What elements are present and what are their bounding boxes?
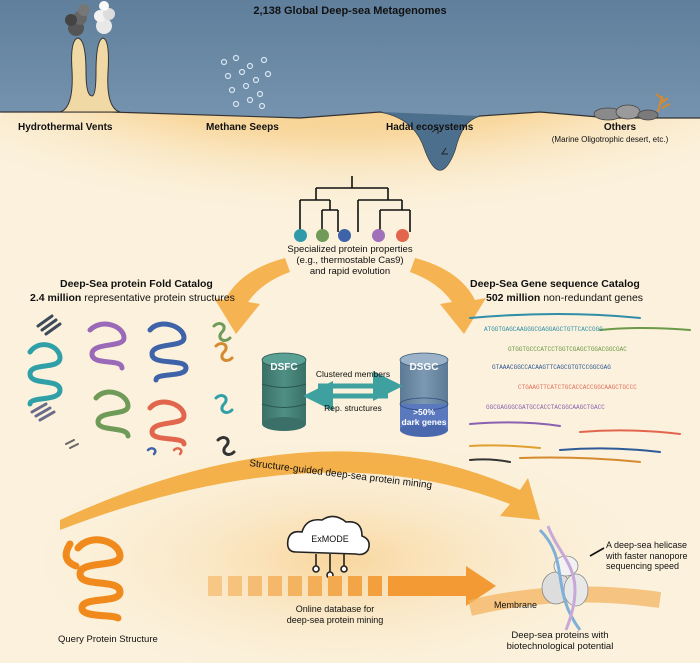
- hydrothermal-vent-icon: [59, 1, 121, 113]
- tree-leaf-4: [372, 229, 385, 242]
- current-arrow-icon: [431, 127, 439, 134]
- hadal-label: Hadal ecosystems: [386, 122, 474, 133]
- result-line-1: Deep-sea proteins with: [511, 630, 609, 641]
- dsgc-note-line-1: >50%: [413, 407, 435, 417]
- dsfc-desc: representative protein structures: [84, 292, 235, 304]
- dsgc-desc: non-redundant genes: [543, 292, 644, 304]
- properties-line-1: Specialized protein properties: [287, 244, 413, 255]
- exmode-label: ExMODE: [311, 534, 349, 544]
- mining-arc-arrow: [60, 451, 540, 530]
- result-line-2: biotechnological potential: [506, 641, 614, 653]
- helicase-line-2: with faster nanopore: [606, 550, 688, 561]
- ocean-water: [0, 0, 700, 170]
- exmode-desc-line-1: Online database for: [295, 604, 375, 614]
- vents-label: Hydrothermal Vents: [18, 122, 113, 133]
- query-protein-icon: [62, 536, 124, 622]
- page-title: 2,138 Global Deep-sea Metagenomes: [253, 5, 447, 17]
- dsgc-cylinder: [399, 352, 449, 437]
- dsgc-label: DSGC: [409, 362, 439, 373]
- dsgc-note-line-2: dark genes: [401, 417, 447, 428]
- database-flow-arrow: [208, 566, 496, 606]
- helicase-pore-icon: [538, 525, 605, 631]
- properties-line-2: (e.g., thermostable Cas9): [296, 255, 404, 267]
- sequence-1: ATGGTGAGCAAGGGCGAGGAGCTGTTCACCGGG: [484, 326, 603, 333]
- dsgc-catalog-title: Deep-Sea Gene sequence Catalog: [470, 278, 640, 290]
- dsgc-catalog-subtitle: 502 million non-redundant genes: [486, 292, 696, 304]
- rep-structures-label: Rep. structures: [324, 403, 382, 413]
- query-protein-label: Query Protein Structure: [58, 634, 158, 645]
- phylogenetic-tree: [299, 176, 411, 232]
- dsgc-dark-genes-note: >50% dark genes: [400, 407, 448, 427]
- exmode-description: Online database for deep-sea protein min…: [250, 604, 420, 625]
- dsfc-cylinder: [261, 352, 307, 431]
- others-note: (Marine Oligotrophic desert, etc.): [551, 135, 669, 144]
- methane-bubbles-icon: [220, 54, 272, 110]
- helicase-label: A deep-sea helicase with faster nanopore…: [606, 540, 700, 572]
- protein-structures-cluster: [27, 314, 236, 456]
- current-arrow-icon: [441, 147, 448, 155]
- tree-leaf-3: [338, 229, 351, 242]
- dsfc-label: DSFC: [270, 362, 298, 373]
- exmode-cloud-icon: [286, 515, 370, 579]
- arrow-to-dsgc: [410, 258, 486, 334]
- seafloor-rocks-icon: [593, 93, 671, 121]
- seeps-label: Methane Seeps: [206, 122, 279, 133]
- helicase-line-3: sequencing speed: [606, 561, 680, 572]
- properties-text: Specialized protein properties (e.g., th…: [250, 244, 450, 278]
- exmode-desc-line-2: deep-sea protein mining: [286, 614, 384, 625]
- sequence-2: GTGGTGCCCATCCTGGTCGAGCTGGACGGCGAC: [508, 346, 627, 353]
- clustered-members-label: Clustered members: [315, 369, 391, 379]
- tree-leaf-2: [316, 229, 329, 242]
- hadal-trench: [380, 112, 480, 170]
- dsfc-catalog-title: Deep-Sea protein Fold Catalog: [60, 278, 213, 290]
- tree-leaf-5: [396, 229, 409, 242]
- others-label: Others: [603, 122, 637, 133]
- dsfc-catalog-subtitle: 2.4 million representative protein struc…: [30, 292, 290, 304]
- helicase-line-1: A deep-sea helicase: [606, 540, 688, 550]
- gene-sequence-lines: [469, 313, 691, 463]
- membrane-label: Membrane: [494, 600, 538, 610]
- result-label: Deep-sea proteins with biotechnological …: [480, 630, 640, 652]
- dsfc-count: 2.4 million: [30, 292, 82, 304]
- sequence-5: GGCGAGGGCGATGCCACCTACGGCAAGCTGACC: [486, 404, 605, 411]
- sequence-3: GTAAACGGCCACAAGTTCAGCGTGTCCGGCGAG: [492, 364, 611, 371]
- dsgc-count: 502 million: [486, 292, 541, 304]
- sequence-4: CTGAAGTTCATCTGCACCACCGGCAAGCTGCCC: [518, 384, 637, 391]
- tree-leaf-1: [294, 229, 307, 242]
- properties-line-3: and rapid evolution: [309, 266, 391, 278]
- arrow-to-dsfc: [214, 258, 290, 334]
